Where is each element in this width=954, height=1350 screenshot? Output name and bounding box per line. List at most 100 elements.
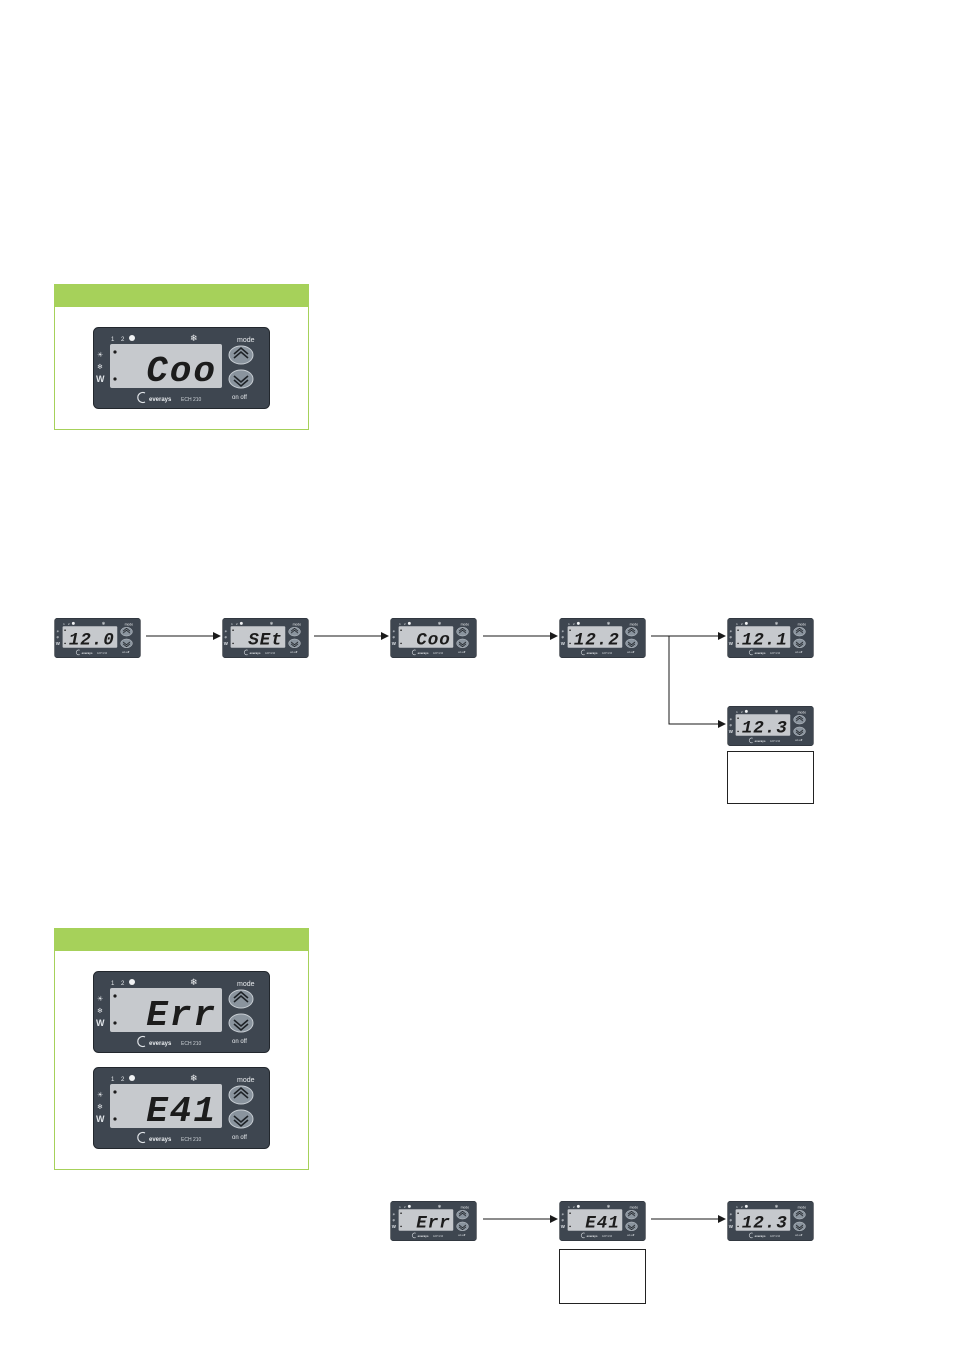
- down-arrow-button[interactable]: [288, 638, 301, 648]
- down-arrow-button[interactable]: [456, 638, 469, 648]
- alarm-icon: W: [561, 641, 566, 646]
- brand-logo: everays: [587, 651, 598, 655]
- lcd-readout: 12.3: [742, 1213, 788, 1233]
- snowflake-icon: ❄: [438, 621, 442, 626]
- model-label: ECH 210: [602, 652, 612, 655]
- heat-icon: ☀: [729, 630, 732, 634]
- status-digit-2: 2: [121, 1077, 125, 1083]
- status-digit-1: 1: [231, 622, 233, 626]
- model-label: ECH 210: [770, 652, 780, 655]
- up-arrow-button[interactable]: [228, 345, 254, 365]
- fan-icon: [576, 621, 580, 625]
- fan-icon: [129, 1075, 135, 1081]
- onoff-label: on off: [290, 650, 297, 654]
- seq1-branch-note-box: [727, 751, 814, 804]
- alarm-icon: W: [729, 641, 734, 646]
- snowflake-icon: ❄: [607, 1204, 611, 1209]
- fan-icon: [71, 621, 75, 625]
- up-arrow-button[interactable]: [228, 989, 254, 1009]
- lcd-readout: Coo: [416, 630, 451, 650]
- snowflake-icon: ❄: [607, 621, 611, 626]
- down-arrow-button[interactable]: [793, 726, 806, 736]
- status-digit-1: 1: [736, 710, 738, 714]
- mode-label: mode: [798, 622, 807, 626]
- arrow-branch: [668, 636, 726, 728]
- snowflake-icon: ❄: [190, 977, 198, 987]
- up-arrow-button[interactable]: [228, 1085, 254, 1105]
- onoff-label: on off: [122, 650, 129, 654]
- snowflake-icon: ❄: [97, 1103, 103, 1111]
- status-digit-1: 1: [111, 981, 115, 987]
- status-digit-2: 2: [121, 337, 125, 343]
- onoff-label: on off: [627, 650, 634, 654]
- down-arrow-button[interactable]: [625, 1221, 638, 1231]
- lcd-window: [735, 1209, 791, 1231]
- down-arrow-button[interactable]: [120, 638, 133, 648]
- brand-logo: everays: [418, 1234, 429, 1238]
- snowflake-icon: ❄: [392, 635, 395, 639]
- model-label: ECH 210: [265, 652, 275, 655]
- brand-logo: everays: [418, 651, 429, 655]
- status-digit-2: 2: [741, 710, 743, 714]
- lcd-readout: Err: [146, 995, 217, 1036]
- fan-icon: [744, 709, 748, 713]
- heat-icon: ☀: [224, 630, 227, 634]
- status-digit-1: 1: [568, 622, 570, 626]
- lcd-window: [398, 1209, 454, 1231]
- down-arrow-button[interactable]: [625, 638, 638, 648]
- down-arrow-button[interactable]: [228, 1013, 254, 1033]
- down-arrow-button[interactable]: [456, 1221, 469, 1231]
- up-arrow-button[interactable]: [288, 627, 301, 637]
- down-arrow-button[interactable]: [793, 638, 806, 648]
- onoff-label: on off: [795, 738, 802, 742]
- up-arrow-button[interactable]: [456, 1210, 469, 1220]
- snowflake-icon: ❄: [729, 635, 732, 639]
- up-arrow-button[interactable]: [793, 715, 806, 725]
- fan-icon: [576, 1204, 580, 1208]
- snowflake-icon: ❄: [190, 1073, 198, 1083]
- lcd-readout: Coo: [146, 351, 217, 392]
- brand-logo: everays: [755, 1234, 766, 1238]
- up-arrow-button[interactable]: [625, 1210, 638, 1220]
- snowflake-icon: ❄: [775, 709, 779, 714]
- status-digit-1: 1: [736, 622, 738, 626]
- mode-label: mode: [461, 1205, 470, 1209]
- snowflake-icon: ❄: [270, 621, 274, 626]
- lcd-readout: SEt: [248, 630, 283, 650]
- mode-label: mode: [798, 710, 807, 714]
- onoff-label: on off: [232, 395, 247, 401]
- brand-logo: everays: [149, 397, 172, 403]
- onoff-label: on off: [458, 1233, 465, 1237]
- up-arrow-button[interactable]: [793, 1210, 806, 1220]
- down-arrow-button[interactable]: [793, 1221, 806, 1231]
- lcd-readout: E41: [146, 1091, 217, 1132]
- brand-logo: everays: [755, 651, 766, 655]
- up-arrow-button[interactable]: [793, 627, 806, 637]
- down-arrow-button[interactable]: [228, 369, 254, 389]
- down-arrow-button[interactable]: [228, 1109, 254, 1129]
- alarm-icon: W: [56, 641, 61, 646]
- lcd-readout: 12.2: [574, 630, 620, 650]
- onoff-label: on off: [232, 1039, 247, 1045]
- snowflake-icon: ❄: [775, 621, 779, 626]
- up-arrow-button[interactable]: [456, 627, 469, 637]
- alarm-icon: W: [224, 641, 229, 646]
- up-arrow-button[interactable]: [625, 627, 638, 637]
- model-label: ECH 210: [433, 1235, 443, 1238]
- model-label: ECH 210: [181, 397, 202, 403]
- up-arrow-button[interactable]: [120, 627, 133, 637]
